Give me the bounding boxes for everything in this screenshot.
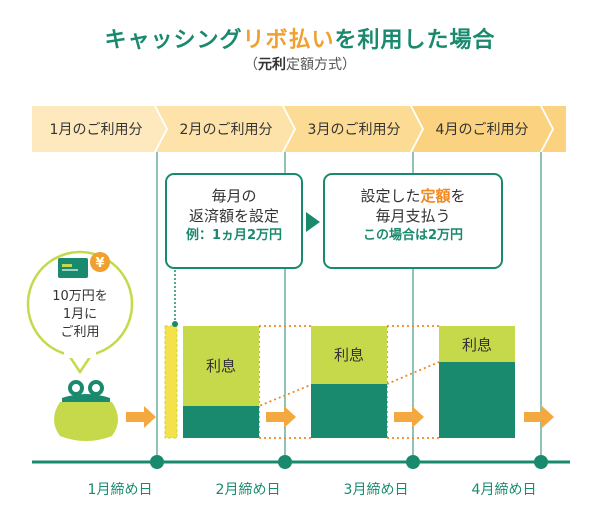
box1-line2: 返済額を設定	[188, 207, 279, 225]
band-mar	[284, 106, 422, 152]
interest-apr	[439, 326, 515, 362]
box1-content: 毎月の 返済額を設定 例：1ヵ月2万円	[166, 186, 302, 246]
wallet-icon	[54, 380, 118, 441]
interest-label-feb: 利息	[206, 357, 236, 375]
principal-feb	[183, 406, 259, 438]
principal-mar	[311, 384, 387, 438]
arrow-4	[524, 406, 554, 428]
interest-label-mar: 利息	[334, 346, 364, 364]
closing-label-apr: 4月締め日	[472, 481, 537, 498]
band-tail	[542, 106, 566, 152]
arrow-2	[266, 406, 296, 428]
loan-bar	[164, 325, 178, 439]
closing-label-feb: 2月締め日	[216, 481, 281, 498]
band-label-feb: 2月のご利用分	[180, 122, 273, 138]
band-label-jan: 1月のご利用分	[50, 122, 143, 138]
interest-label-apr: 利息	[462, 336, 492, 354]
arrow-1	[126, 406, 156, 428]
box2-note: この場合は2万円	[362, 228, 464, 243]
box1-example: 例：1ヵ月2万円	[185, 228, 283, 243]
band-apr	[412, 106, 552, 152]
band-jan	[32, 106, 166, 152]
box2-content: 設定した定額を 毎月支払う この場合は2万円	[324, 186, 502, 246]
arrow-3	[394, 406, 424, 428]
closing-label-jan: 1月締め日	[88, 481, 153, 498]
month-bands: 1月のご利用分 2月のご利用分 3月のご利用分 4月のご利用分	[32, 106, 566, 152]
interest-mar	[311, 326, 387, 384]
page-subtitle: （元利定額方式）	[244, 57, 356, 73]
interest-feb	[183, 326, 259, 406]
band-label-mar: 3月のご利用分	[308, 122, 401, 138]
box-connector-arrow	[306, 212, 320, 232]
closing-label-mar: 3月締め日	[344, 481, 409, 498]
balloon-line2: 1月に	[63, 307, 97, 322]
balloon-line1: 10万円を	[52, 289, 108, 304]
svg-text:¥: ¥	[95, 256, 104, 271]
band-label-apr: 4月のご利用分	[436, 122, 529, 138]
box2-line2: 毎月支払う	[375, 207, 451, 225]
closing-dot-mar	[406, 455, 420, 469]
closing-dot-feb	[278, 455, 292, 469]
usage-balloon: ¥ 10万円を 1月に ご利用	[26, 250, 134, 375]
band-feb	[156, 106, 294, 152]
box2-frame	[323, 173, 503, 269]
flow-arrows	[126, 406, 554, 428]
box1-line1: 毎月の	[211, 187, 257, 205]
closing-dots	[150, 455, 548, 469]
box1-frame	[165, 173, 303, 269]
closing-dot-apr	[534, 455, 548, 469]
yen-coin-icon	[90, 252, 110, 272]
payment-bars: 利息 利息 利息	[183, 326, 515, 438]
page-title: キャッシングリボ払いを利用した場合	[104, 28, 496, 53]
balloon-line3: ご利用	[60, 324, 99, 340]
closing-dot-jan	[150, 455, 164, 469]
card-icon	[58, 258, 88, 278]
box2-line1: 設定した定額を	[360, 187, 466, 205]
principal-apr	[439, 362, 515, 438]
